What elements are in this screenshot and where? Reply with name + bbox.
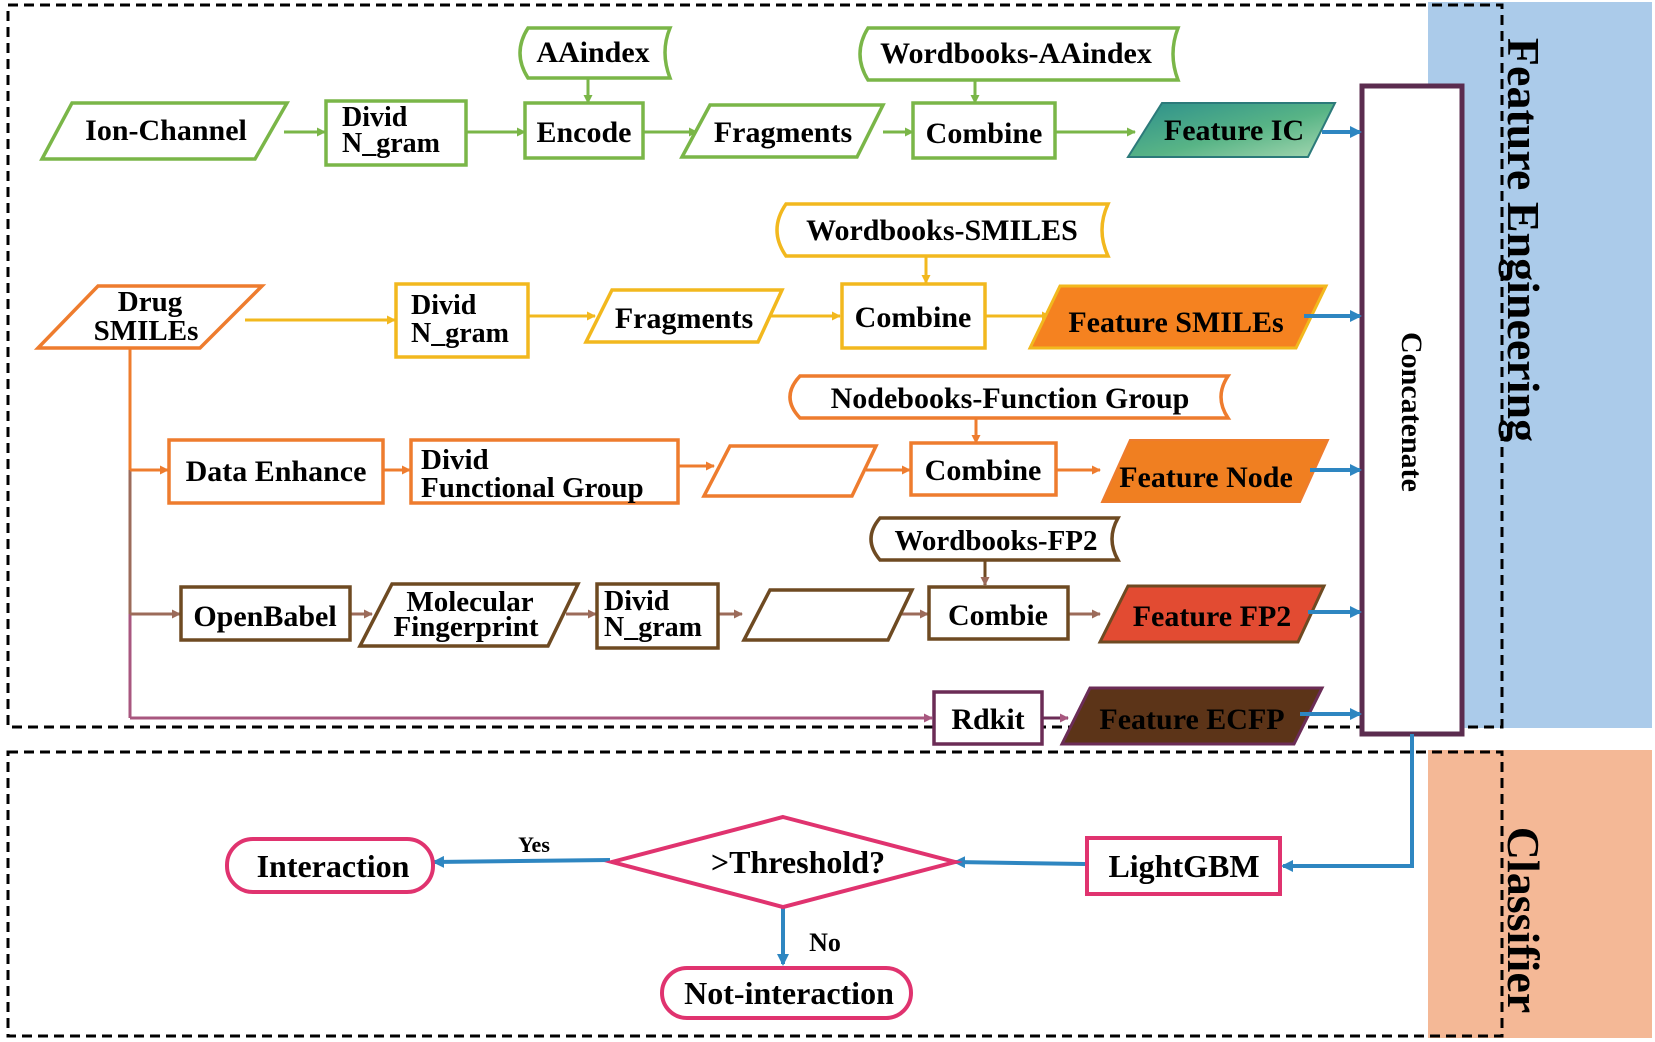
concatenate-box xyxy=(1359,83,1465,737)
wordbooks-fp2-label: Wordbooks-FP2 xyxy=(894,525,1097,557)
drug-smiles-label-1: Drug xyxy=(118,286,183,318)
node-divid-label-1: Divid xyxy=(421,444,489,476)
node-fragmens-node xyxy=(701,444,879,498)
feature-smiles-label: Feature SMILEs xyxy=(1068,306,1283,339)
node-combine-label: Combine xyxy=(925,454,1042,487)
threshold-to-interaction-arrow xyxy=(432,855,611,868)
wordbooks-aaindex-label: Wordbooks-AAindex xyxy=(880,37,1152,70)
panel-feature-engineering-label: Feature Engineering xyxy=(1498,38,1549,442)
node-combine-node xyxy=(909,441,1058,497)
wordbooks-aaindex xyxy=(858,26,1181,82)
drug-smiles-label-2: SMILEs xyxy=(94,315,199,347)
ic-divid-node xyxy=(324,99,468,167)
feature-engineering-border xyxy=(6,3,1504,729)
lightgbm-node xyxy=(1085,836,1282,896)
threshold-decision xyxy=(604,814,963,910)
concatenate-label: Concatenate xyxy=(1395,332,1428,492)
interaction-node xyxy=(225,837,435,894)
data-enhance-label: Data Enhance xyxy=(186,455,367,488)
feature-ecfp-node xyxy=(1059,686,1325,746)
feature-ic-node xyxy=(1126,102,1337,158)
classifier-border xyxy=(6,750,1504,1038)
nodebooks-function-group-label: Nodebooks-Function Group xyxy=(831,382,1190,415)
not-interaction-node xyxy=(660,966,913,1020)
no-label: No xyxy=(809,928,841,957)
ion-channel-label: Ion-Channel xyxy=(85,114,247,147)
ic-combine-node xyxy=(911,101,1057,160)
feature-ecfp-label: Feature ECFP xyxy=(1099,703,1284,736)
aaindex-label: AAindex xyxy=(536,36,649,69)
smiles-combine-node xyxy=(840,282,987,350)
encode-node xyxy=(523,101,645,160)
panel-classifier-label: Classifier xyxy=(1498,827,1549,1014)
lightgbm-label: LightGBM xyxy=(1108,848,1259,884)
smiles-divid-node xyxy=(394,282,530,359)
yes-label: Yes xyxy=(518,832,550,857)
ic-combine-label: Combine xyxy=(926,117,1043,150)
wordbooks-fp2 xyxy=(869,516,1122,562)
drug-smiles-node xyxy=(33,284,267,350)
node-divid-label-2: Functional Group xyxy=(421,472,644,504)
lightgbm-to-threshold-arrow xyxy=(953,856,1086,869)
fp2-fragmens-node xyxy=(741,588,915,642)
encode-label: Encode xyxy=(536,116,631,149)
feature-node-node xyxy=(1100,439,1330,503)
ion-channel-node xyxy=(39,101,291,161)
threshold-label: >Threshold? xyxy=(711,844,885,880)
smiles-divid-label-1: Divid xyxy=(411,290,477,321)
panel-feature-engineering xyxy=(1428,2,1652,728)
data-enhance-node xyxy=(167,438,385,505)
ic-fragments-label: Fragments xyxy=(714,116,852,149)
openbabel-label: OpenBabel xyxy=(193,600,336,633)
molecular-fingerprint-node xyxy=(357,582,581,648)
wordbooks-smiles-label: Wordbooks-SMILES xyxy=(806,214,1078,247)
panel-classifier xyxy=(1428,750,1652,1038)
ic-divid-label-2: N_gram xyxy=(342,128,440,159)
fp2-combine-node xyxy=(927,585,1070,641)
smiles-row-arrows xyxy=(245,256,1051,325)
fp2-divid-label-2: N_gram xyxy=(604,612,702,643)
ic-row xyxy=(284,78,1136,137)
node-divid-node xyxy=(409,438,680,505)
concat-to-lightgbm-arrow xyxy=(1281,734,1414,872)
nodebooks-function-group xyxy=(788,374,1232,420)
wordbooks-smiles xyxy=(775,202,1111,258)
ic-divid-label-1: Divid xyxy=(342,102,408,133)
ic-fragments-node xyxy=(679,103,886,159)
feature-ic-label: Feature IC xyxy=(1164,114,1304,147)
feature-fp2-node xyxy=(1097,584,1327,644)
feature-fp2-label: Feature FP2 xyxy=(1133,600,1292,633)
interaction-label: Interaction xyxy=(257,848,410,884)
fp2-divid-node xyxy=(595,582,720,650)
not-interaction-label: Not-interaction xyxy=(684,975,894,1011)
concatenate-inputs xyxy=(1300,126,1362,720)
smiles-combine-label: Combine xyxy=(855,301,972,334)
fp2-divid-label-1: Divid xyxy=(604,586,670,617)
aaindex-wordbook xyxy=(518,26,673,80)
node-row-arrows xyxy=(130,418,1101,475)
rdkit-node xyxy=(932,690,1044,746)
smiles-divid-label-2: N_gram xyxy=(411,318,509,349)
smiles-fragments-label: Fragments xyxy=(615,302,753,335)
feature-smiles-node xyxy=(1027,284,1329,350)
feature-node-label: Feature Node xyxy=(1119,461,1293,494)
molecular-fingerprint-label-1: Molecular xyxy=(406,586,533,618)
fp2-combine-label: Combie xyxy=(948,599,1048,632)
smiles-fragments-node xyxy=(583,288,785,344)
molecular-fingerprint-label-2: Fingerprint xyxy=(394,611,539,643)
openbabel-node xyxy=(179,585,352,642)
rdkit-label: Rdkit xyxy=(951,703,1024,736)
